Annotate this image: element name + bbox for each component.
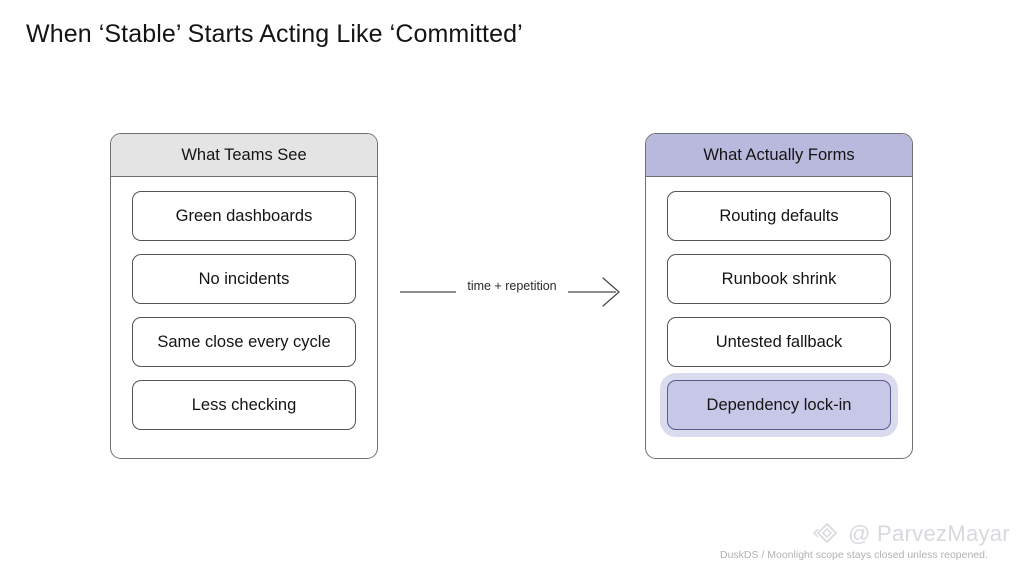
page-title: When ‘Stable’ Starts Acting Like ‘Commit… (26, 20, 523, 48)
list-item: Same close every cycle (132, 317, 356, 367)
diamond-logo-icon (813, 522, 838, 544)
watermark-handle: @ ParvezMayar (848, 521, 1010, 546)
item-dependency-lock-in[interactable]: Dependency lock-in (667, 380, 891, 430)
item-no-incidents[interactable]: No incidents (132, 254, 356, 304)
item-runbook-shrink[interactable]: Runbook shrink (667, 254, 891, 304)
panel-body-right: Routing defaults Runbook shrink Untested… (646, 177, 912, 430)
list-item: No incidents (132, 254, 356, 304)
panel-what-actually-forms: What Actually Forms Routing defaults Run… (645, 133, 913, 459)
list-item: Green dashboards (132, 191, 356, 241)
item-green-dashboards[interactable]: Green dashboards (132, 191, 356, 241)
item-untested-fallback[interactable]: Untested fallback (667, 317, 891, 367)
item-less-checking[interactable]: Less checking (132, 380, 356, 430)
footer-note: DuskDS / Moonlight scope stays closed un… (720, 549, 988, 561)
list-item: Runbook shrink (667, 254, 891, 304)
panel-what-teams-see: What Teams See Green dashboards No incid… (110, 133, 378, 459)
item-routing-defaults[interactable]: Routing defaults (667, 191, 891, 241)
list-item: Routing defaults (667, 191, 891, 241)
watermark: @ ParvezMayar (812, 521, 1010, 547)
list-item: Dependency lock-in (667, 380, 891, 430)
connector-label: time + repetition (467, 279, 557, 293)
panel-header-left: What Teams See (111, 134, 377, 177)
list-item: Untested fallback (667, 317, 891, 367)
panel-header-right: What Actually Forms (646, 134, 912, 177)
panel-body-left: Green dashboards No incidents Same close… (111, 177, 377, 430)
item-same-close-every-cycle[interactable]: Same close every cycle (132, 317, 356, 367)
list-item: Less checking (132, 380, 356, 430)
arrow-right-icon (400, 277, 620, 307)
connector-arrow: time + repetition (398, 270, 626, 314)
